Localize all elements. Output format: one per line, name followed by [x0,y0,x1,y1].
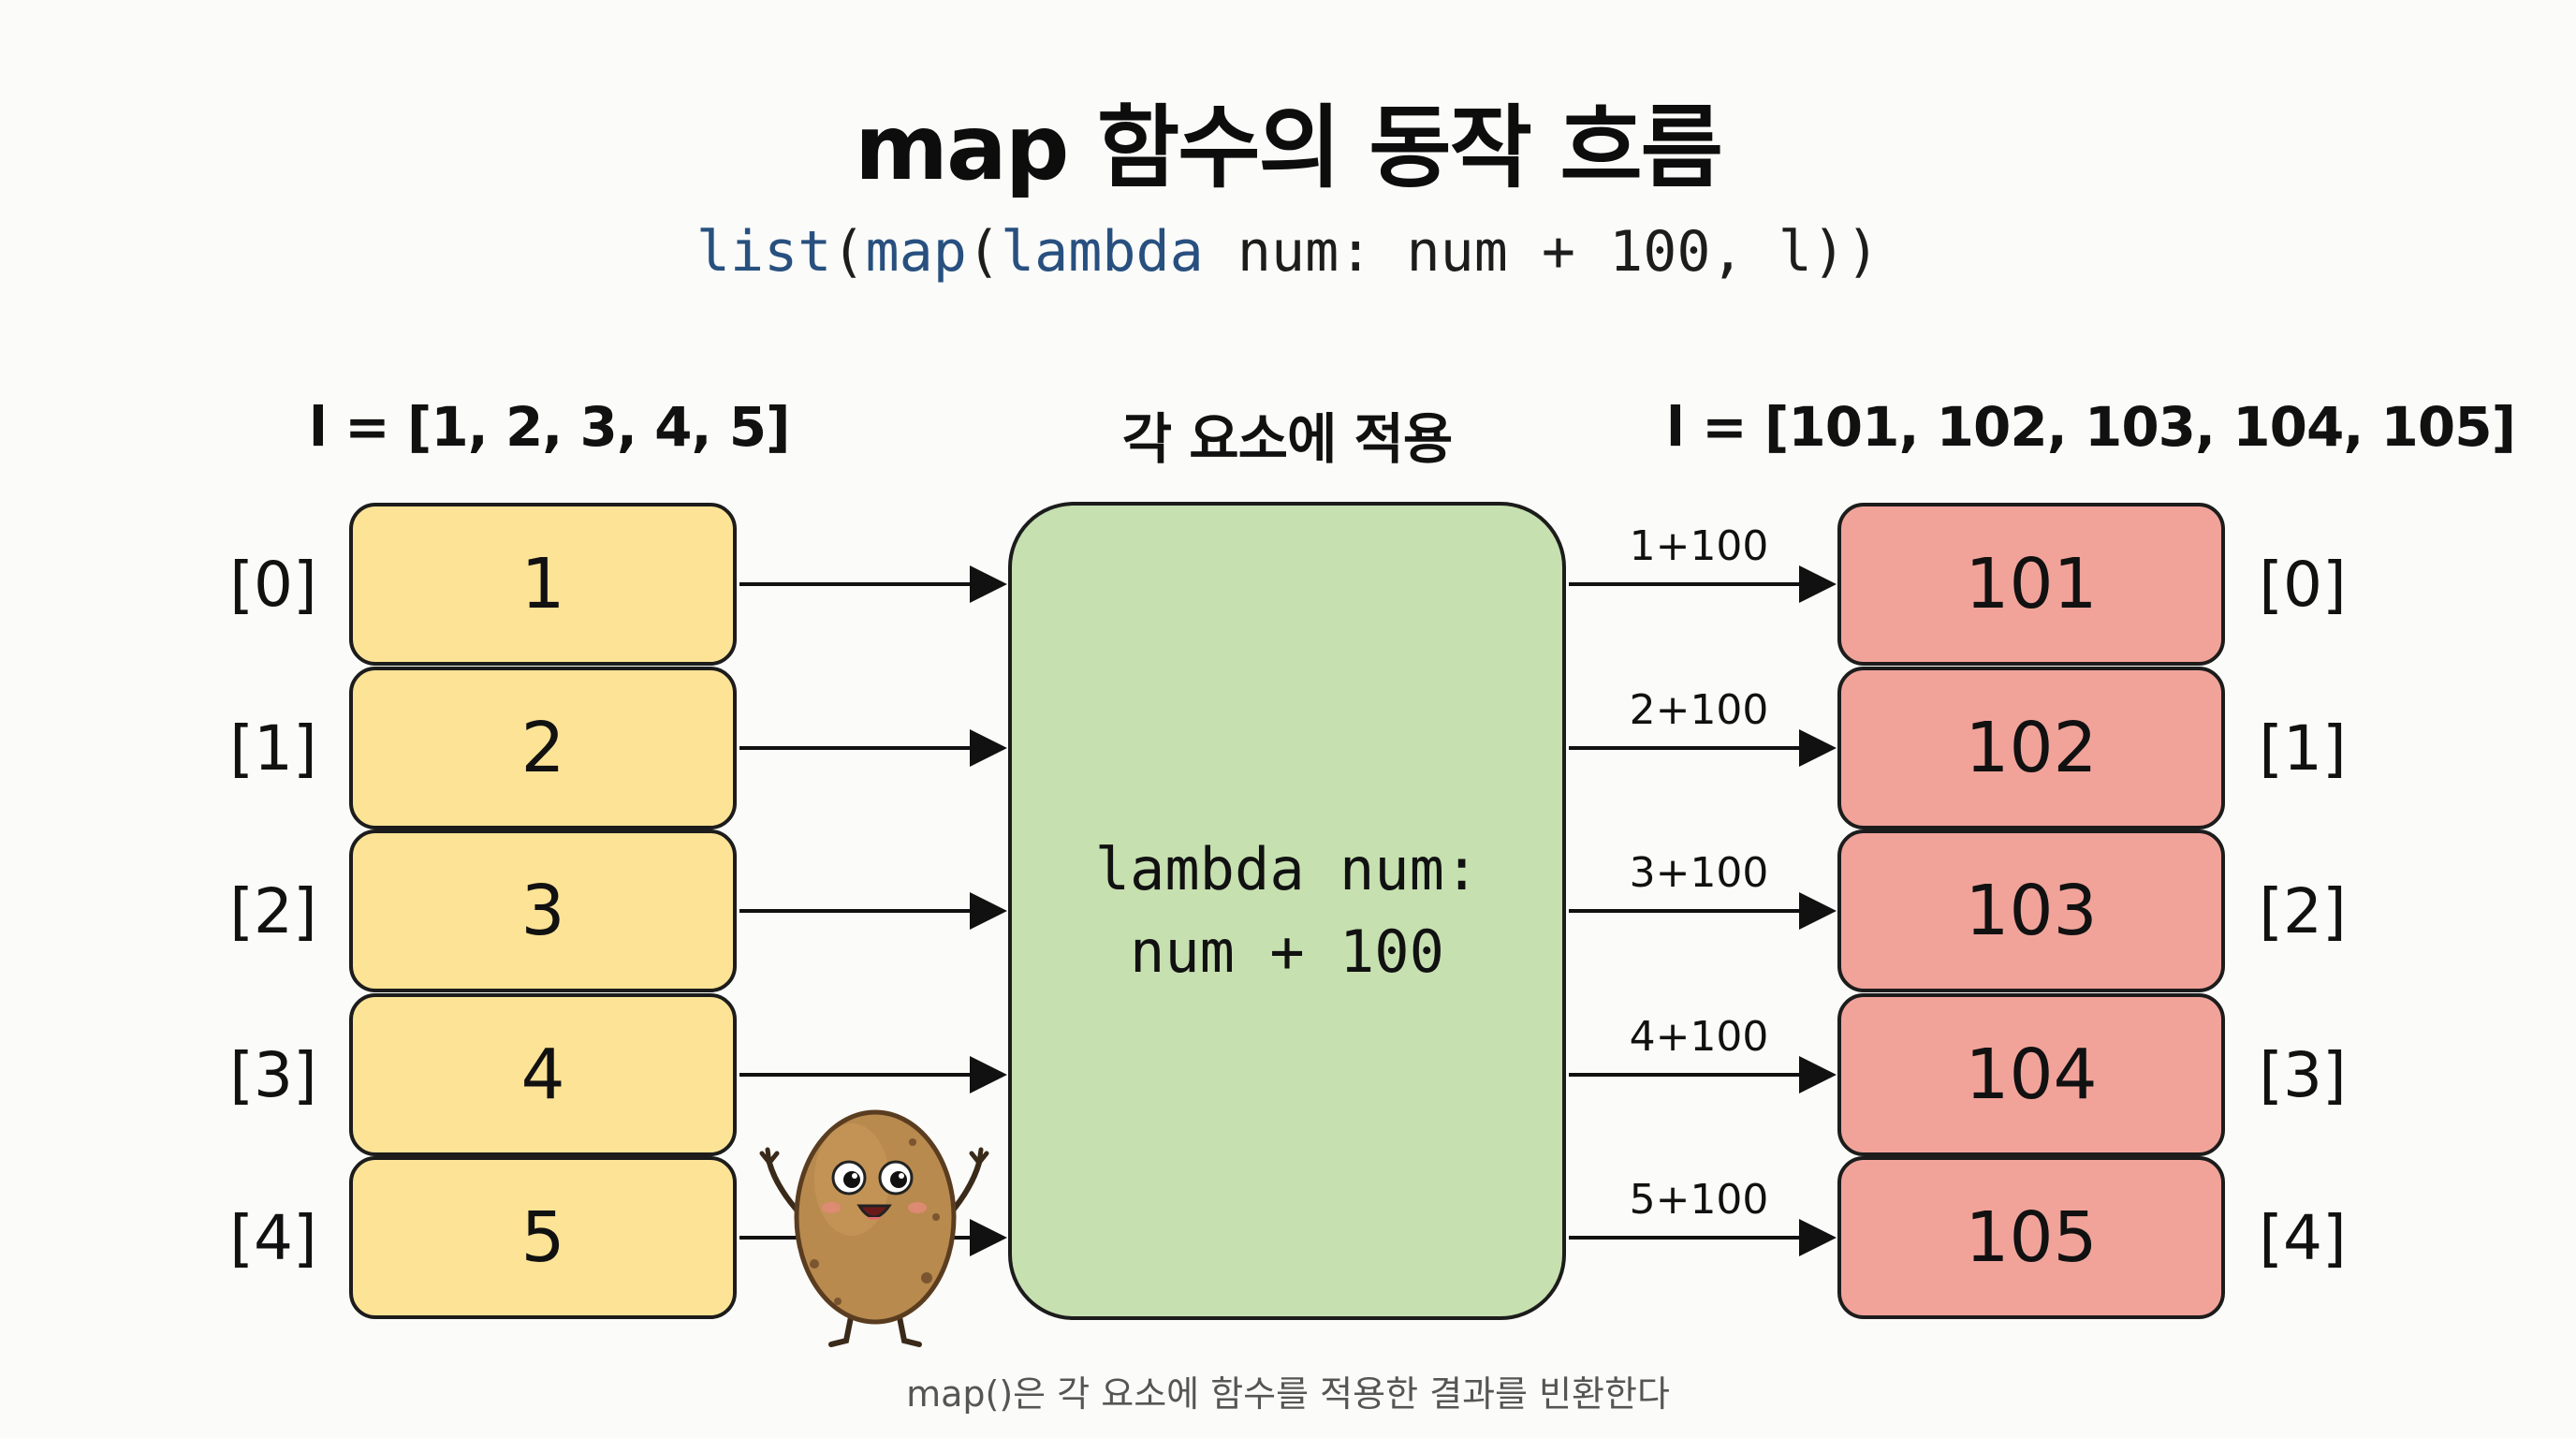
lambda-function-box: lambda num: num + 100 [1008,502,1566,1320]
code-paren: ( [966,219,1001,285]
code-rest: num: num + 100, l)) [1203,219,1881,285]
operation-label: 3+100 [1629,849,1769,897]
output-index: [3] [2259,1039,2347,1111]
output-index: [2] [2259,875,2347,947]
footer-caption: map()은 각 요소에 함수를 적용한 결과를 빈환한다 [906,1373,1670,1415]
output-element-box: 101 [1837,503,2225,666]
code-fn-map: map [865,219,967,285]
input-index: [1] [229,712,317,785]
output-list-label: l = [101, 102, 103, 104, 105] [1666,395,2516,459]
input-index: [2] [229,875,317,947]
output-index: [1] [2259,712,2347,785]
operation-label: 1+100 [1629,522,1769,570]
code-expression: list(map(lambda num: num + 100, l)) [0,219,2576,285]
lambda-line-1: lambda num: [1094,835,1480,903]
output-arrows [1569,565,1837,1256]
input-element-box: 1 [349,503,737,666]
operation-label: 4+100 [1629,1013,1769,1061]
code-kw-lambda: lambda [1000,219,1204,285]
output-element-box: 105 [1837,1156,2225,1319]
input-index: [3] [229,1039,317,1111]
potato-mascot-icon [759,1109,989,1347]
input-element-box: 4 [349,993,737,1156]
input-element-box: 5 [349,1156,737,1319]
output-element-box: 103 [1837,829,2225,992]
code-paren: ( [831,219,866,285]
output-element-box: 102 [1837,667,2225,829]
input-list-label: l = [1, 2, 3, 4, 5] [309,395,791,459]
operation-label: 2+100 [1629,686,1769,734]
output-element-box: 104 [1837,993,2225,1156]
input-element-box: 3 [349,829,737,992]
input-element-box: 2 [349,667,737,829]
input-index: [0] [229,549,317,621]
apply-label: 각 요소에 적용 [1121,407,1454,471]
operation-label: 5+100 [1629,1176,1769,1224]
output-index: [4] [2259,1202,2347,1274]
input-index: [4] [229,1202,317,1274]
output-index: [0] [2259,549,2347,621]
diagram-title: map 함수의 동작 흐름 [854,95,1723,200]
lambda-line-2: num + 100 [1130,917,1444,986]
code-fn-list: list [695,219,832,285]
